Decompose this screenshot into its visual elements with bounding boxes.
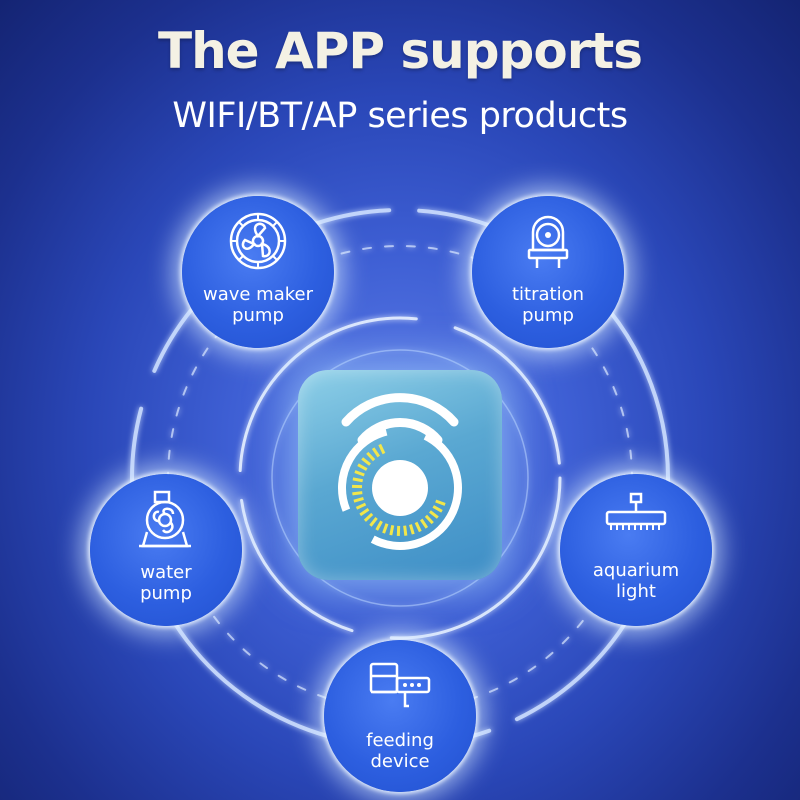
signal-tick: [354, 470, 365, 477]
signal-tick: [435, 499, 446, 506]
signal-tick: [366, 451, 376, 462]
page-title: The APP supports: [157, 22, 643, 80]
signal-tick: [414, 521, 422, 533]
signal-tick: [352, 491, 363, 496]
water-pump-icon: [90, 488, 242, 558]
signal-tick: [382, 523, 389, 534]
signal-tick: [389, 525, 395, 536]
wave-maker-fan-icon: [182, 210, 334, 276]
feeding-device-icon: [324, 658, 476, 724]
signal-tick: [371, 447, 380, 458]
signal-tick: [424, 514, 434, 525]
signal-tick: [355, 502, 367, 510]
signal-tick: [375, 520, 383, 531]
signal-tick: [352, 477, 363, 483]
page-subtitle: WIFI/BT/AP series products: [172, 96, 628, 136]
signal-tick: [429, 510, 439, 519]
wifi-signal-icon: [338, 393, 462, 550]
signal-tick: [353, 497, 364, 503]
signal-tick: [432, 505, 443, 513]
signal-tick: [369, 517, 378, 527]
signal-tick: [403, 525, 408, 536]
signal-tick: [357, 463, 368, 471]
signal-tick: [359, 508, 370, 517]
signal-tick: [361, 457, 371, 466]
signal-tick: [420, 518, 429, 529]
signal-tick: [409, 524, 415, 535]
signal-tick: [363, 512, 374, 522]
titration-pump-icon: [472, 210, 624, 276]
signal-tick: [378, 443, 386, 455]
aquarium-light-icon: [560, 490, 712, 554]
wifi-hub: [298, 370, 502, 580]
